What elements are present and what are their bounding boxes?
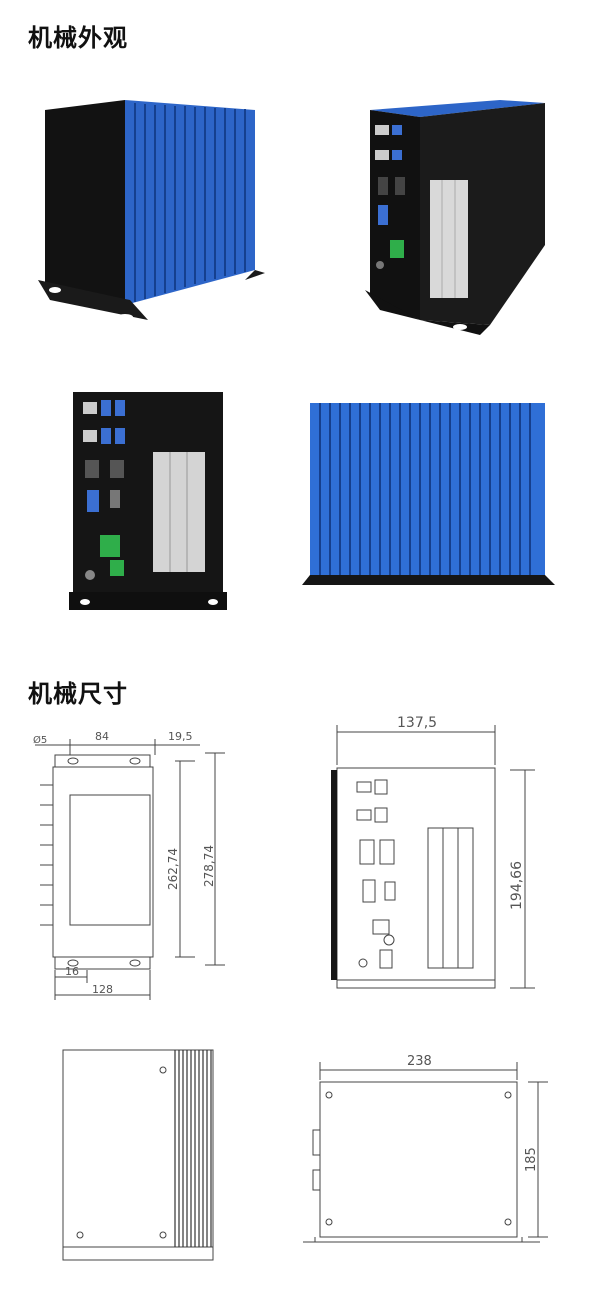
dimensions-title: 机械尺寸 [28, 680, 128, 708]
bottom-offset-label: 16 [65, 965, 79, 978]
rear-height-label: 194,66 [509, 861, 525, 910]
front-view-drawing: 238 185 [303, 1054, 548, 1243]
appearance-title: 机械外观 [28, 24, 128, 52]
rear-width-label: 137,5 [397, 715, 437, 731]
front-side-view-photo [38, 100, 265, 320]
rear-panel-drawing: 137,5 194,66 [331, 715, 535, 989]
front-width-label: 238 [407, 1054, 432, 1069]
top-view-drawing [62, 1049, 214, 1261]
side-view-drawing: Ø5 84 19,5 262,74 278,74 16 128 [33, 730, 225, 1000]
hole-diameter-label: Ø5 [33, 734, 47, 746]
heatsink-side-view-photo [302, 403, 555, 585]
bottom-width-label: 128 [92, 983, 113, 996]
top-offset-label: 19,5 [168, 730, 193, 743]
rear-angled-view-photo [365, 100, 545, 335]
inner-height-label: 262,74 [166, 848, 180, 890]
rear-panel-view-photo [69, 392, 227, 610]
outer-height-label: 278,74 [202, 845, 216, 887]
top-spacing-label: 84 [95, 730, 109, 743]
front-height-label: 185 [524, 1147, 539, 1172]
